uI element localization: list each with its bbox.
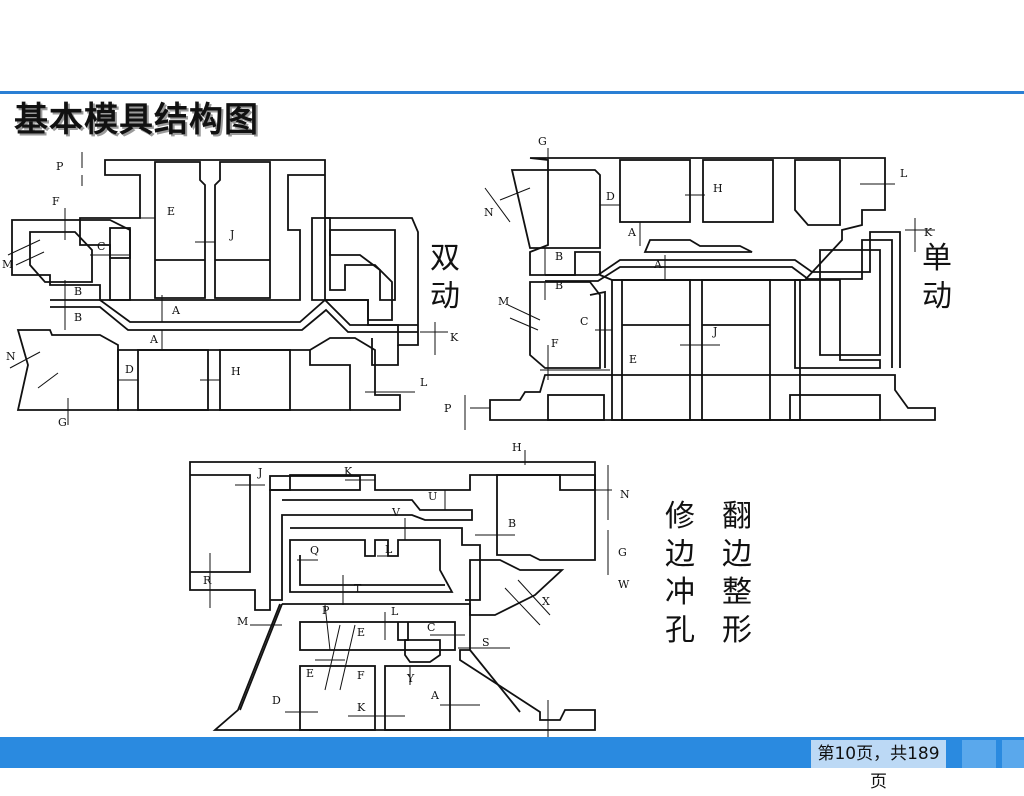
sgl-label: C	[580, 315, 588, 328]
dbl-label: A	[171, 304, 181, 317]
dbl-punch-b	[214, 161, 271, 299]
dbl-label: B	[74, 311, 82, 324]
caption-char: 边	[665, 537, 695, 572]
trim-label: E	[357, 626, 365, 639]
sgl-label: H	[713, 182, 723, 195]
dbl-blankholder	[11, 219, 131, 301]
dbl-label: C	[97, 240, 105, 253]
trim-label: F	[357, 669, 365, 682]
trim-label: E	[306, 667, 314, 680]
dbl-label: B	[74, 285, 82, 298]
caption-char: 冲	[665, 575, 695, 610]
trim-label: B	[508, 517, 516, 530]
trim-label: W	[618, 578, 630, 591]
dbl-sheet	[50, 298, 418, 326]
trim-pierce-die	[189, 450, 612, 748]
sgl-label: B	[555, 250, 563, 263]
caption-char: 形	[722, 613, 752, 648]
caption-char: 双	[430, 241, 460, 276]
caption-char: 单	[922, 241, 952, 276]
trim-label: H	[512, 441, 522, 454]
sgl-sheet	[545, 231, 901, 368]
sgl-label: P	[444, 402, 452, 415]
dbl-label: D	[125, 363, 134, 376]
dbl-binder-ring	[79, 159, 419, 346]
sgl-base	[489, 374, 936, 421]
trim-label: X	[542, 595, 550, 608]
trim-label: V	[391, 506, 401, 519]
sgl-label: J	[712, 325, 717, 338]
caption-single-action: 单 动	[922, 240, 952, 316]
sgl-label: E	[629, 353, 637, 366]
caption-char: 孔	[665, 613, 695, 648]
sgl-upper-die	[529, 157, 886, 281]
footer-square	[962, 740, 996, 768]
trim-label: D	[272, 694, 281, 707]
footer-square	[1002, 740, 1024, 768]
dbl-lower-block	[117, 349, 351, 411]
single-action-die	[464, 148, 936, 430]
trim-label: Y	[406, 672, 415, 685]
trim-label: U	[428, 490, 437, 503]
caption-char: 整	[722, 575, 752, 610]
dbl-label: F	[52, 195, 60, 208]
double-action-die	[7, 152, 448, 425]
dbl-label: H	[231, 365, 241, 378]
caption-char: 翻	[722, 499, 752, 534]
top-rule	[0, 91, 1024, 94]
sgl-label: K	[924, 226, 933, 239]
caption-char: 动	[430, 279, 460, 314]
dbl-label: M	[2, 258, 13, 271]
trim-label: P	[322, 604, 330, 617]
dbl-label: K	[450, 331, 459, 344]
sgl-label: L	[900, 167, 908, 180]
trim-label: Q	[310, 544, 319, 557]
trim-label: R	[203, 574, 212, 587]
dbl-lower-die	[16, 329, 119, 411]
caption-flange-restrike: 翻 边 整 形	[722, 498, 752, 650]
sgl-label: N	[484, 206, 494, 219]
trim-label: J	[257, 466, 262, 479]
dbl-label: E	[167, 205, 175, 218]
trim-label: M	[237, 615, 248, 628]
dbl-label: P	[56, 160, 64, 173]
sgl-label: B	[555, 279, 563, 292]
trim-label: L	[385, 543, 393, 556]
trim-label: S	[482, 636, 490, 649]
trim-label: K	[357, 701, 366, 714]
sgl-label: G	[538, 135, 547, 148]
dbl-label: G	[58, 416, 67, 429]
trim-label: N	[620, 488, 630, 501]
dbl-label: L	[420, 376, 428, 389]
sgl-label: D	[606, 190, 615, 203]
caption-double-action: 双 动	[430, 240, 460, 316]
caption-trim-pierce: 修 边 冲 孔	[665, 498, 695, 650]
sgl-label: F	[551, 337, 559, 350]
trim-label: L	[391, 605, 399, 618]
trim-label: K	[344, 465, 353, 478]
dbl-punch	[154, 161, 206, 299]
trim-label: G	[618, 546, 627, 559]
caption-char: 动	[922, 279, 952, 314]
trim-lower-die	[212, 603, 596, 731]
dbl-label: A	[149, 333, 159, 346]
page-title: 基本模具结构图	[14, 100, 259, 140]
trim-label: T	[354, 582, 362, 595]
page-indicator: 第10页，共189页	[811, 740, 946, 792]
sgl-label: M	[498, 295, 509, 308]
die-structure-diagram: P F E J C M B B A A N D H K L G G L H D …	[2, 135, 936, 750]
trim-label: A	[430, 689, 440, 702]
trim-label: C	[427, 621, 435, 634]
caption-char: 修	[665, 499, 695, 534]
caption-char: 边	[722, 537, 752, 572]
dbl-label: N	[6, 350, 16, 363]
sgl-punch	[611, 279, 801, 421]
sgl-label: A	[653, 258, 663, 271]
dbl-label: J	[229, 228, 234, 241]
sgl-label: A	[627, 226, 637, 239]
